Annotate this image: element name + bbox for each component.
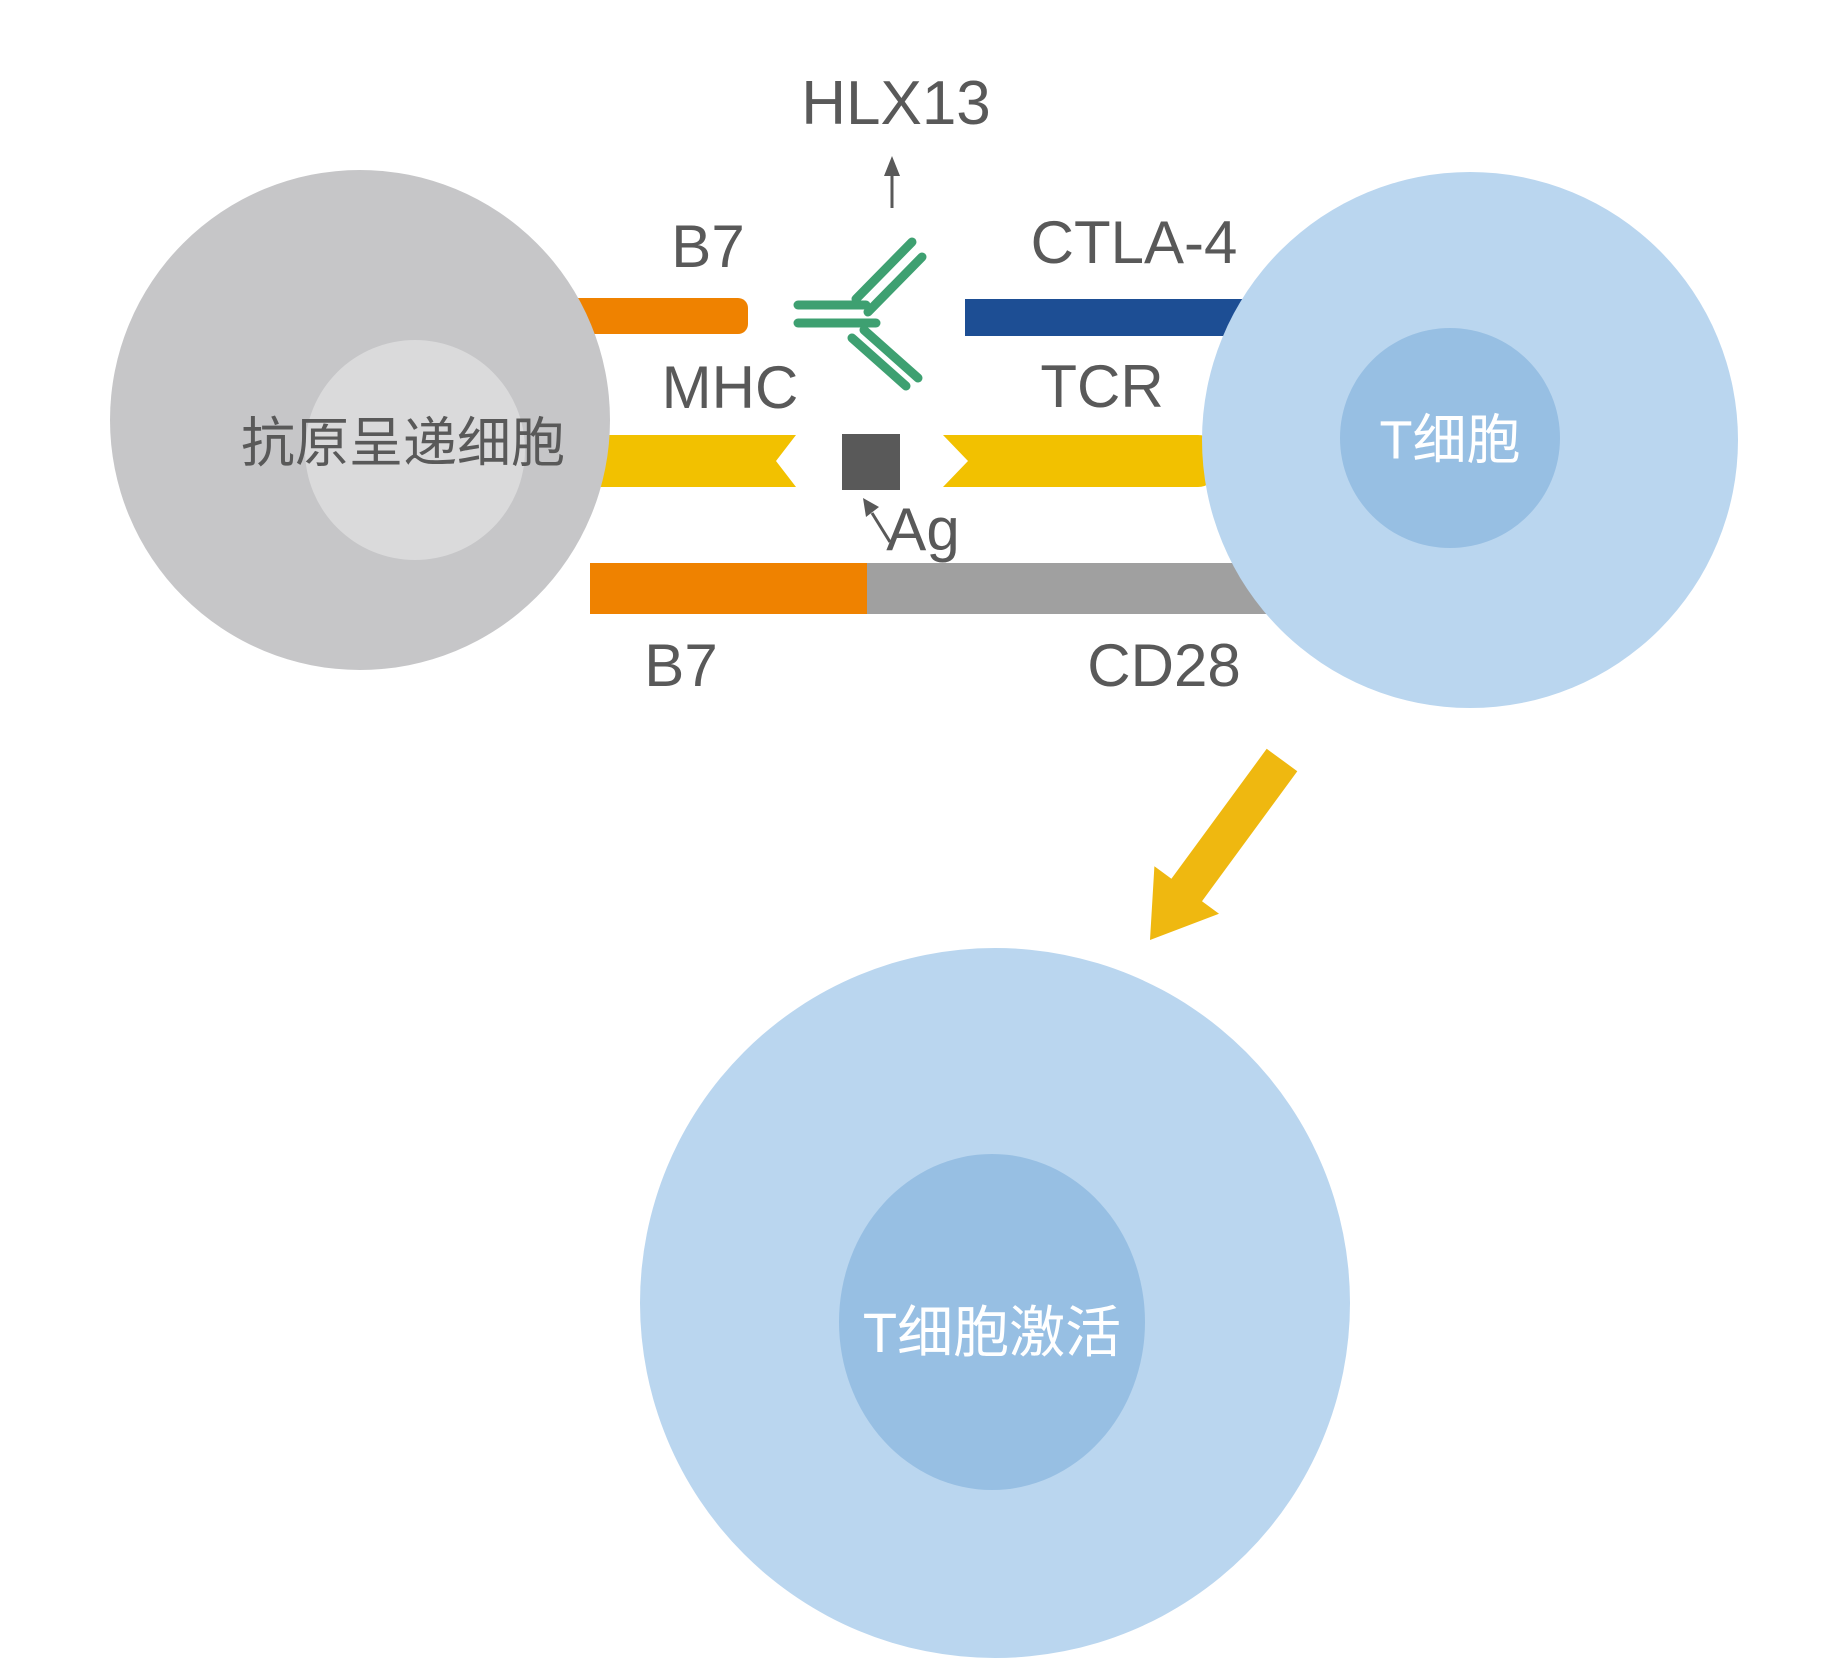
tcr-bar xyxy=(943,435,1212,487)
ag-arrow xyxy=(863,498,892,543)
hlx13-arrow xyxy=(884,156,900,208)
apc-nucleus xyxy=(305,340,525,560)
mhc-label: MHC xyxy=(661,354,799,421)
antibody-icon xyxy=(793,237,927,391)
b7-top-label: B7 xyxy=(671,213,745,280)
cd28-bar xyxy=(867,563,1290,614)
activated-t-cell-nucleus xyxy=(839,1154,1145,1490)
tcr-label: TCR xyxy=(1040,353,1164,420)
t-cell-nucleus xyxy=(1340,328,1560,548)
t-cell-label: T细胞 xyxy=(1379,410,1521,471)
ag-label: Ag xyxy=(886,496,960,563)
b7-bottom-label: B7 xyxy=(644,632,718,699)
b7-bottom-bar xyxy=(590,563,867,614)
apc-cell-label: 抗原呈递细胞 xyxy=(241,413,565,474)
b7-top-bar xyxy=(560,298,748,334)
activated-t-cell-label: T细胞激活 xyxy=(862,1301,1122,1365)
activation-arrow xyxy=(1150,748,1298,940)
ctla4-label: CTLA-4 xyxy=(1030,209,1238,276)
hlx13-label: HLX13 xyxy=(801,68,991,138)
cd28-label: CD28 xyxy=(1087,632,1241,699)
antigen-square xyxy=(842,434,900,490)
ctla4-bar xyxy=(965,299,1255,336)
